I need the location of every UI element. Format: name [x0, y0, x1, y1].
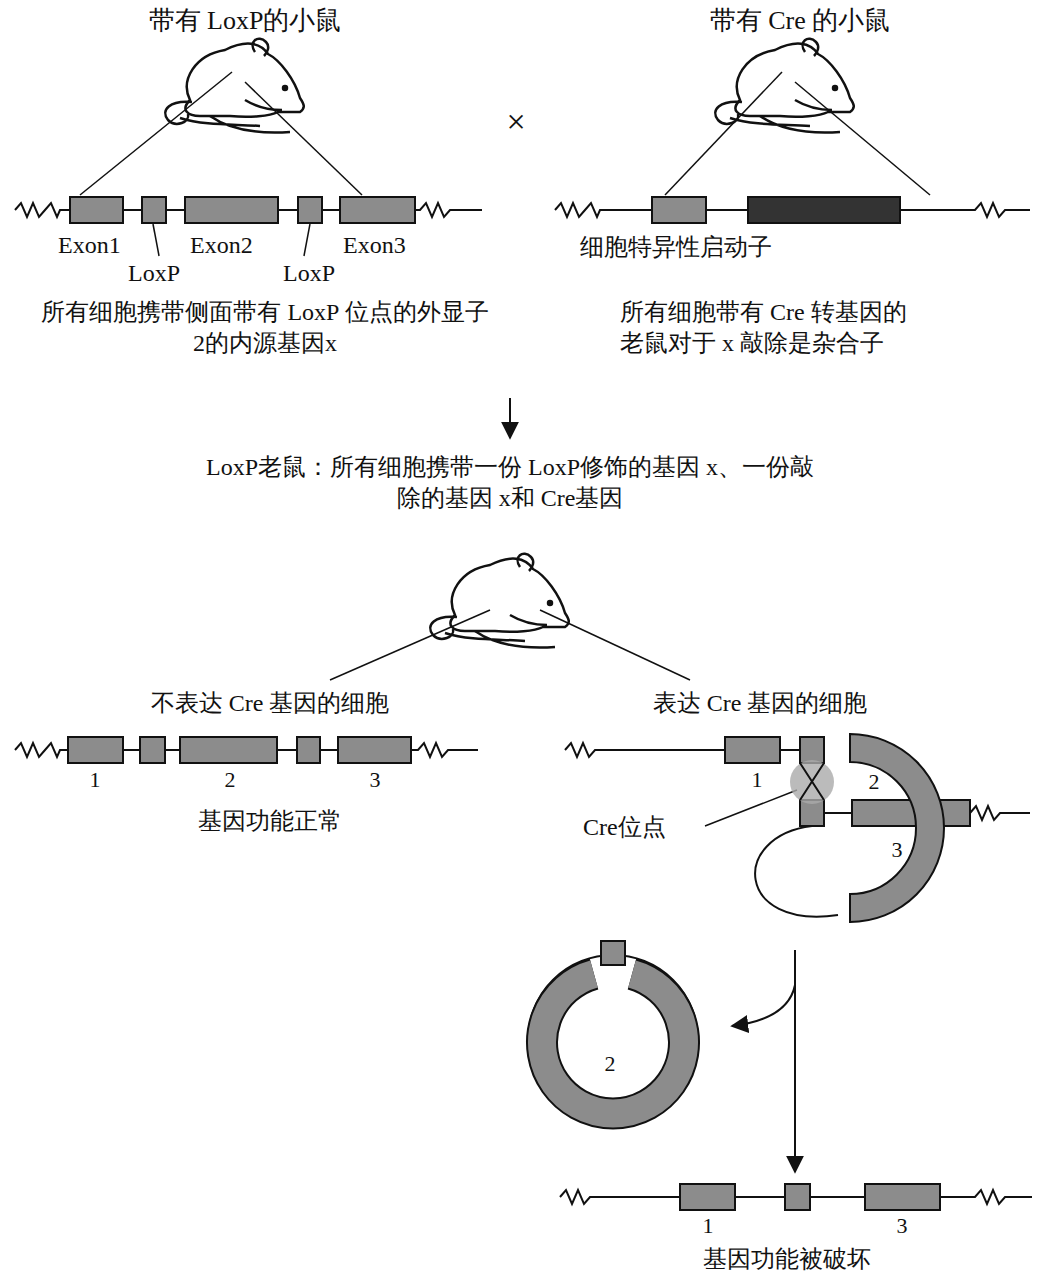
exon-box: [142, 197, 166, 223]
exon-number: 1: [752, 766, 763, 795]
exon-box: [800, 737, 824, 763]
result-note: 基因功能正常: [198, 806, 342, 837]
site-label: Cre位点: [583, 812, 666, 843]
exon-box: [68, 737, 123, 763]
exon-box: [542, 974, 684, 1113]
exon-box: [297, 737, 320, 763]
mouse-drawing: [715, 39, 854, 133]
loxp-label: LoxP: [283, 258, 335, 289]
leader-line: [304, 224, 310, 256]
exon-box: [790, 760, 834, 804]
exon-number: 2: [225, 766, 236, 795]
leader-line: [330, 610, 490, 680]
exon-box: [340, 197, 415, 223]
leader-line: [665, 72, 782, 195]
gene-line: [15, 203, 1032, 1204]
exon-box: [185, 197, 278, 223]
exon-box: [865, 1184, 940, 1210]
exon-box: [298, 197, 322, 223]
loxp-label: LoxP: [128, 258, 180, 289]
exon-box: [140, 737, 165, 763]
leader-line: [705, 790, 797, 826]
result-note: 基因功能被破坏: [703, 1244, 871, 1275]
cell-heading: 不表达 Cre 基因的细胞: [151, 688, 390, 719]
leader-line: [540, 610, 690, 680]
exon-label: Exon1: [58, 230, 121, 261]
gene-line: [528, 955, 698, 1125]
flow-arrow: [794, 950, 796, 1172]
promoter-label: 细胞特异性启动子: [580, 232, 772, 263]
exon-label: Exon3: [343, 230, 406, 261]
exon-box: [338, 737, 411, 763]
exon-number: 3: [892, 836, 903, 865]
exon-number: 3: [897, 1212, 908, 1241]
exon-number: 2: [869, 768, 880, 797]
leader-line: [80, 72, 232, 195]
exon-label: Exon2: [190, 230, 253, 261]
note: 所有细胞带有 Cre 转基因的老鼠对于 x 敲除是杂合子: [620, 297, 920, 359]
exon-box: [680, 1184, 735, 1210]
note: LoxP老鼠：所有细胞携带一份 LoxP修饰的基因 x、一份敲除的基因 x和 C…: [200, 452, 820, 514]
exon-number: 1: [703, 1212, 714, 1241]
heading: 带有 Cre 的小鼠: [710, 4, 891, 38]
leader-line: [153, 224, 159, 256]
exon-box: [800, 763, 824, 800]
exon-box: [70, 197, 123, 223]
cross-symbol: ×: [506, 100, 525, 144]
exon-number: 1: [90, 766, 101, 795]
exon-box: [601, 941, 625, 965]
exon-number: 3: [370, 766, 381, 795]
leader-line: [245, 82, 362, 195]
flow-arrow: [510, 398, 795, 1172]
heading: 带有 LoxP的小鼠: [149, 4, 342, 38]
exon-box: [542, 974, 684, 1113]
exon-box: [725, 737, 780, 763]
mouse-drawing: [430, 554, 569, 648]
exon-box: [180, 737, 277, 763]
exon-box: [785, 1184, 810, 1210]
exon-box: [850, 734, 944, 922]
exon-box: [652, 197, 706, 223]
leader-line: [80, 72, 930, 826]
flow-arrow: [509, 398, 511, 438]
note: 所有细胞携带侧面带有 LoxP 位点的外显子2的内源基因x: [40, 297, 490, 359]
cell-heading: 表达 Cre 基因的细胞: [653, 688, 868, 719]
flow-arrow: [732, 985, 795, 1026]
exon-number: 2: [605, 1050, 616, 1079]
leader-line: [795, 82, 930, 195]
gene-line: [755, 826, 838, 917]
exon-box: [748, 197, 900, 223]
